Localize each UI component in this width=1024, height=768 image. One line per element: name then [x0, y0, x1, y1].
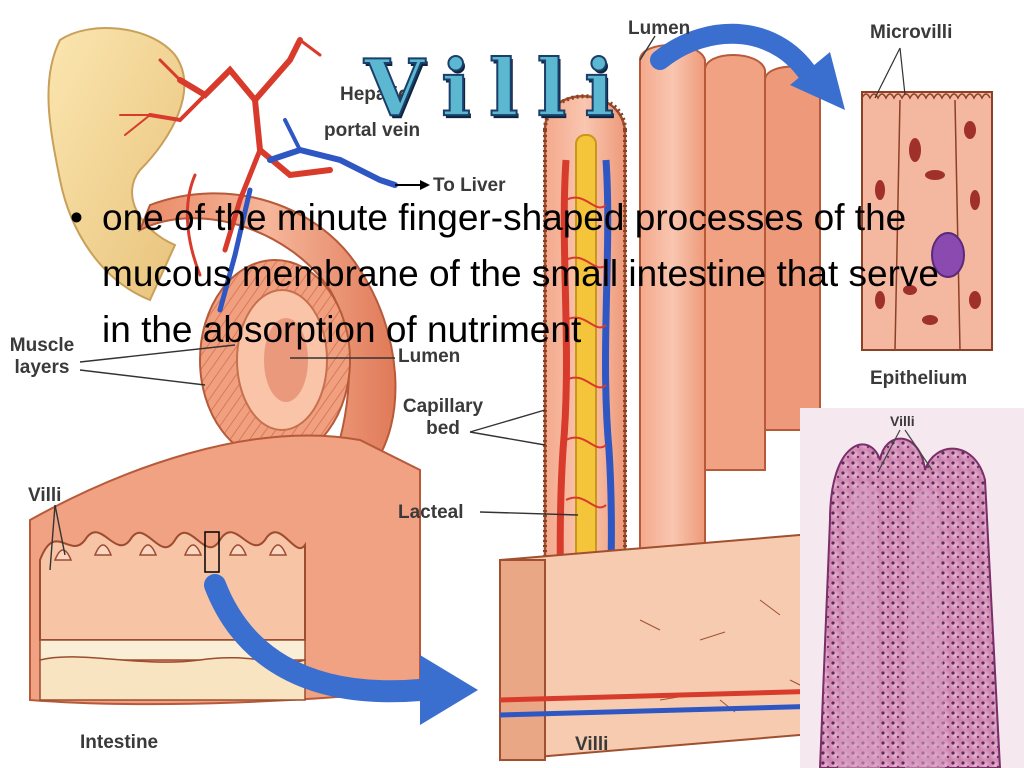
hepatic-vessels — [119, 37, 398, 313]
label-hepatic: Hepatic — [340, 84, 409, 105]
label-muscle-layers: Muscle layers — [4, 335, 80, 379]
label-intestine: Intestine — [80, 732, 159, 753]
definition-list: one of the minute finger-shaped processe… — [70, 190, 970, 358]
definition-bullet: one of the minute finger-shaped processe… — [70, 190, 970, 358]
label-capillary-line1: Capillary — [402, 396, 484, 417]
label-lacteal: Lacteal — [398, 502, 464, 523]
mucosal-folds — [39, 531, 306, 641]
label-villi-left: Villi — [28, 485, 62, 506]
label-microvilli: Microvilli — [870, 22, 953, 43]
blue-arrow-bottom — [204, 574, 478, 725]
label-muscle-line2: layers — [14, 357, 70, 378]
label-muscle-line1: Muscle — [9, 335, 75, 356]
label-epithelium: Epithelium — [870, 368, 968, 389]
label-lumen-top: Lumen — [628, 18, 691, 39]
label-villi-bottom: Villi — [575, 734, 609, 755]
blue-arrow-top — [650, 23, 845, 110]
histology-micrograph — [800, 408, 1024, 768]
label-capillary-line2: bed — [426, 418, 460, 439]
label-villi-micro: Villi — [890, 413, 915, 429]
label-capillary-bed: Capillary bed — [393, 396, 493, 440]
label-portal-vein: portal vein — [324, 120, 421, 141]
zoom-box — [204, 531, 220, 573]
slide-title: Villi — [363, 43, 632, 135]
